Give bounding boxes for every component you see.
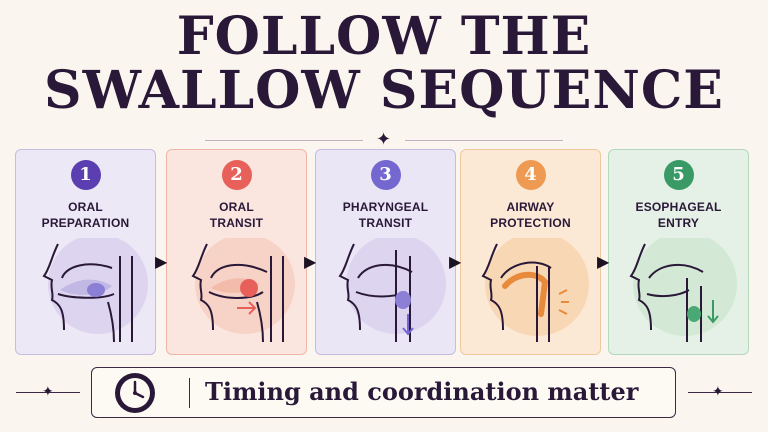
next-arrow-icon: ▶ [449, 254, 462, 271]
step-label-line-2: PROTECTION [490, 216, 571, 230]
head-profile-illustration [629, 238, 737, 342]
divider-line-left [205, 140, 363, 141]
step-label-line-1: ORAL [219, 200, 254, 214]
step-card-oral-preparation: 1 ORAL PREPARATION [15, 149, 156, 355]
step-label-line-1: ESOPHAGEAL [635, 200, 722, 214]
step-card-esophageal-entry: 5 ESOPHAGEAL ENTRY [608, 149, 749, 355]
head-profile-illustration [481, 238, 589, 342]
banner-text: Timing and coordination matter [205, 377, 639, 406]
sparkle-icon: ✦ [42, 383, 54, 399]
step-label-line-1: AIRWAY [506, 200, 555, 214]
step-number-badge: 2 [221, 160, 252, 190]
next-arrow-icon: ▶ [597, 254, 610, 271]
step-card-pharyngeal-transit: 3 PHARYNGEAL TRANSIT [315, 149, 456, 355]
next-arrow-icon: ▶ [304, 254, 317, 271]
banner-rule-left [16, 392, 80, 393]
title-divider: ✦ [0, 129, 768, 149]
step-label-line-1: ORAL [68, 200, 103, 214]
step-card-airway-protection: 4 AIRWAY PROTECTION [460, 149, 601, 355]
sparkle-icon: ✦ [376, 129, 392, 149]
step-card-oral-transit: 2 ORAL TRANSIT [166, 149, 307, 355]
sparkle-icon: ✦ [712, 383, 724, 399]
next-arrow-icon: ▶ [155, 254, 168, 271]
banner-rule-right [688, 392, 752, 393]
step-number-badge: 5 [663, 160, 694, 190]
clock-icon [115, 373, 155, 413]
step-label-line-2: ENTRY [657, 216, 700, 230]
step-label-line-2: TRANSIT [358, 216, 413, 230]
step-label-line-2: TRANSIT [209, 216, 264, 230]
step-number-badge: 1 [70, 160, 101, 190]
timing-banner: Timing and coordination matter [91, 367, 676, 418]
step-number-badge: 3 [370, 160, 401, 190]
banner-separator [189, 378, 190, 408]
divider-line-right [405, 140, 563, 141]
step-number-badge: 4 [515, 160, 546, 190]
head-profile-illustration [42, 238, 148, 343]
step-label-line-1: PHARYNGEAL [342, 200, 429, 214]
step-label-line-2: PREPARATION [41, 216, 130, 230]
head-profile-illustration [338, 238, 446, 342]
title-line-2: SWALLOW SEQUENCE [44, 60, 724, 121]
head-profile-illustration [191, 238, 295, 343]
title-line-1: FOLLOW THE [176, 6, 592, 67]
